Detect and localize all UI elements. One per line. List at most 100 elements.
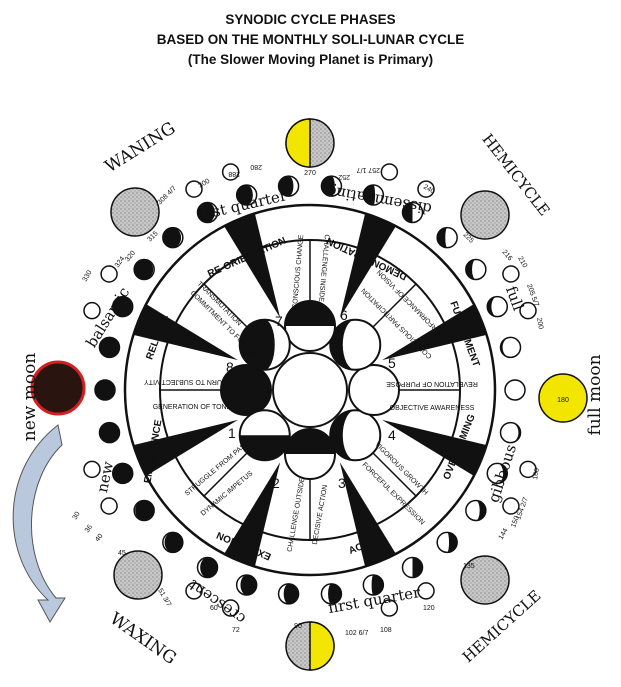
sector-number-4: 4 [388,427,396,443]
disseminating-gray-moon [460,190,510,240]
sector-number-3: 3 [338,475,346,491]
outer-moon-circle [502,497,520,515]
central-moon-flower [220,300,400,480]
phase-moon [277,175,300,197]
sector-number-1: 1 [228,425,236,441]
spoke-objective-awareness: OBJECTIVE AWARENESS [390,405,475,412]
phase-moon [235,184,258,206]
deg-308: 308 4/7 [156,185,178,207]
flower-moon [220,364,272,416]
title-line-2: BASED ON THE MONTHLY SOLI-LUNAR CYCLE [156,32,465,47]
phase-moon [94,379,116,401]
phase-moon [436,226,458,249]
outer-moon-circle [380,163,399,181]
outer-moon-circle [185,582,203,600]
deg-200: 200 [535,317,544,330]
spoke-wedge [382,419,487,476]
phase-moon [196,201,219,224]
phase-moon [436,531,458,554]
first-quarter-degree: 90 [294,623,302,630]
sector-number-8: 8 [226,359,234,375]
flower-moon [348,364,400,416]
crescent-gray-moon [113,550,163,600]
diagram-title: SYNODIC CYCLE PHASES BASED ON THE MONTHL… [0,10,621,70]
direction-arrow-icon [12,424,66,623]
flower-moon [238,318,291,371]
title-line-3: (The Slower Moving Planet is Primary) [187,52,434,67]
center-circle [272,352,348,428]
phase-moon [111,295,134,318]
phase-moon [465,258,487,281]
flower-moon [238,409,291,462]
phase-moon [162,226,184,249]
outer-moon-circle [221,163,240,181]
deg-160: 160 [532,468,541,481]
spoke-wedge [224,213,281,318]
full-moon: 180 [538,373,588,423]
phase-moon [499,421,522,444]
spoke-wedge [133,419,238,476]
deg-45: 45 [118,550,126,557]
outer-moon-circle [100,265,118,283]
full-moon-degree: 180 [557,397,569,404]
full-moon-label: full moon [585,354,605,435]
deg-36: 36 [84,524,94,534]
deg-51: 51 3/7 [156,588,172,608]
phase-moon [401,201,424,224]
spoke-decisive-action: DECISIVE ACTION [312,484,329,545]
outer-moon-circle [502,265,520,283]
outer-moon-circle [100,497,118,515]
phase-moon [235,574,258,596]
new-moon-label: new moon [20,353,40,442]
deg-102: 102 6/7 [345,630,368,637]
outer-moon-circle [83,460,101,479]
spoke-revelation-of-purpose: REVELATION OF PURPOSE [386,380,478,387]
spoke-wedge [224,462,281,567]
phase-moon [162,531,184,554]
flower-moon [284,428,336,480]
sector-number-5: 5 [388,355,396,371]
spoke-wedge [339,213,396,318]
last-quarter-moon: 270 [285,118,335,177]
outer-circle [123,203,497,577]
new-moon [30,360,86,416]
deg-72: 72 [232,627,240,634]
title-line-1: SYNODIC CYCLE PHASES [225,12,396,27]
middle-moon-ring [94,175,526,605]
outer-moon-circle [519,460,537,479]
outer-moon-circle [83,301,101,320]
deg-252: 252 [338,173,350,180]
spoke-challenge-inside: CHALLENGE INSIDE [317,234,330,302]
phase-moon [111,462,134,485]
corner-waxing: WAXING [106,609,180,669]
spoke-conscious-change: CONSCIOUS CHANGE [292,234,305,309]
outer-moon-circle [380,599,399,617]
phase-moon [196,556,219,579]
sector-number-2: 2 [272,475,280,491]
sector-number-7: 7 [275,313,283,329]
phase-moon [320,175,343,197]
phase-moon [499,336,522,359]
phase-moon [362,184,385,206]
spoke-return-to-subjectivity: RETURN TO SUBJECTIVITY [144,378,236,385]
last-quarter-degree: 270 [304,170,316,177]
sector-number-6: 6 [340,307,348,323]
spokes [133,213,487,567]
spoke-wedge [133,304,238,361]
deg-30: 30 [72,511,82,521]
deg-257: 257 1/7 [357,166,380,173]
phase-moon [133,258,155,281]
phase-moon [320,583,343,605]
new-moon-disc [30,360,86,416]
deg-150: 150 [510,515,521,528]
deg-135: 135 [463,563,475,570]
full-moon-disc [538,373,588,423]
outer-moon-circle [221,599,240,617]
phase-moon [277,583,300,605]
deg-120: 120 [423,605,435,612]
phase-moon [362,574,385,596]
phase-moon [486,295,509,318]
waning-gray-moon [110,187,160,237]
spoke-wedge [339,462,396,567]
